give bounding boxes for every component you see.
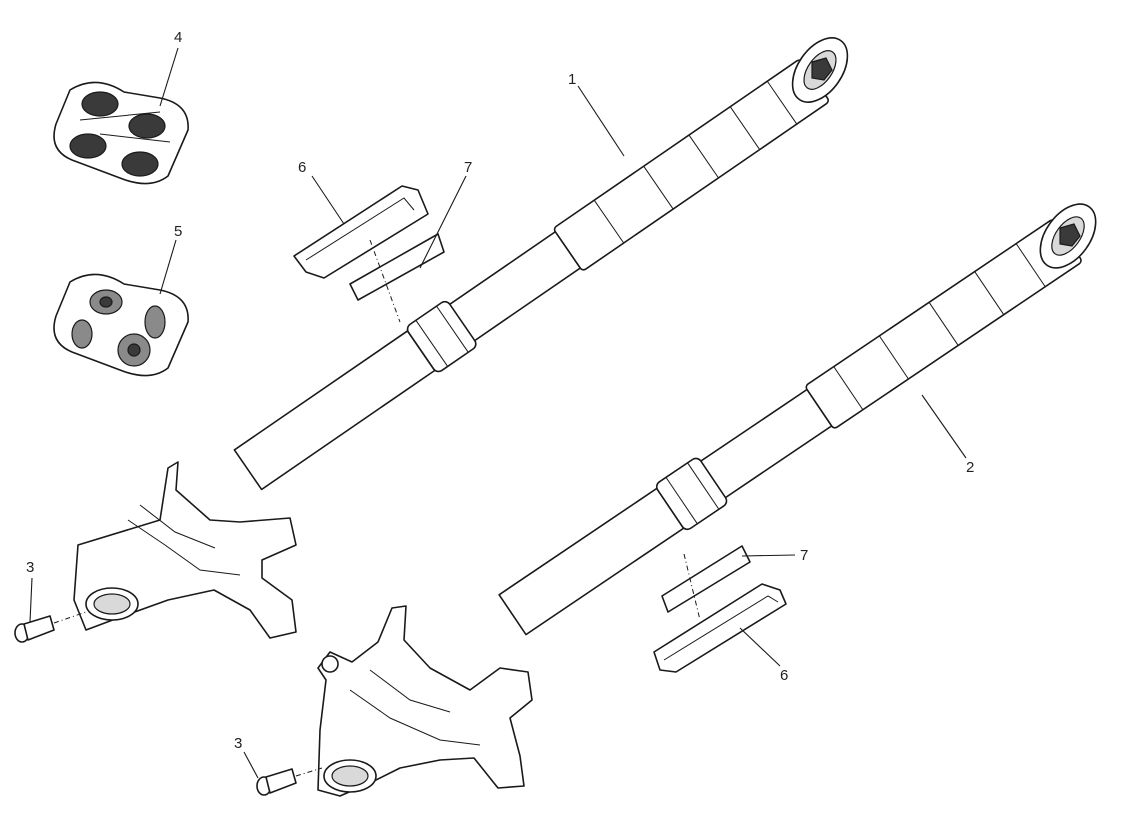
callout-fork-left: 1 [568,71,576,88]
strip-bottom [661,545,751,621]
pad-set-4 [53,81,189,185]
strip-top [349,233,445,323]
callout-guard-top: 6 [298,159,306,176]
callout-strip-bottom: 7 [800,547,808,564]
guard-top [293,185,429,279]
leader-lines [29,47,967,779]
callout-screw-left: 3 [26,559,34,576]
callout-pad-set-5: 5 [174,223,182,240]
guard-bottom [653,583,787,673]
screw-right [256,767,323,796]
callout-guard-bottom: 6 [780,667,788,684]
callout-fork-right: 2 [966,459,974,476]
callout-screw-right: 3 [234,735,242,752]
screw-left [14,611,87,643]
callout-pad-set-4: 4 [174,29,182,46]
pad-set-5 [53,273,189,377]
callout-strip-top: 7 [464,159,472,176]
fork-leg-right [317,203,1097,797]
fork-leg-left [73,37,849,639]
